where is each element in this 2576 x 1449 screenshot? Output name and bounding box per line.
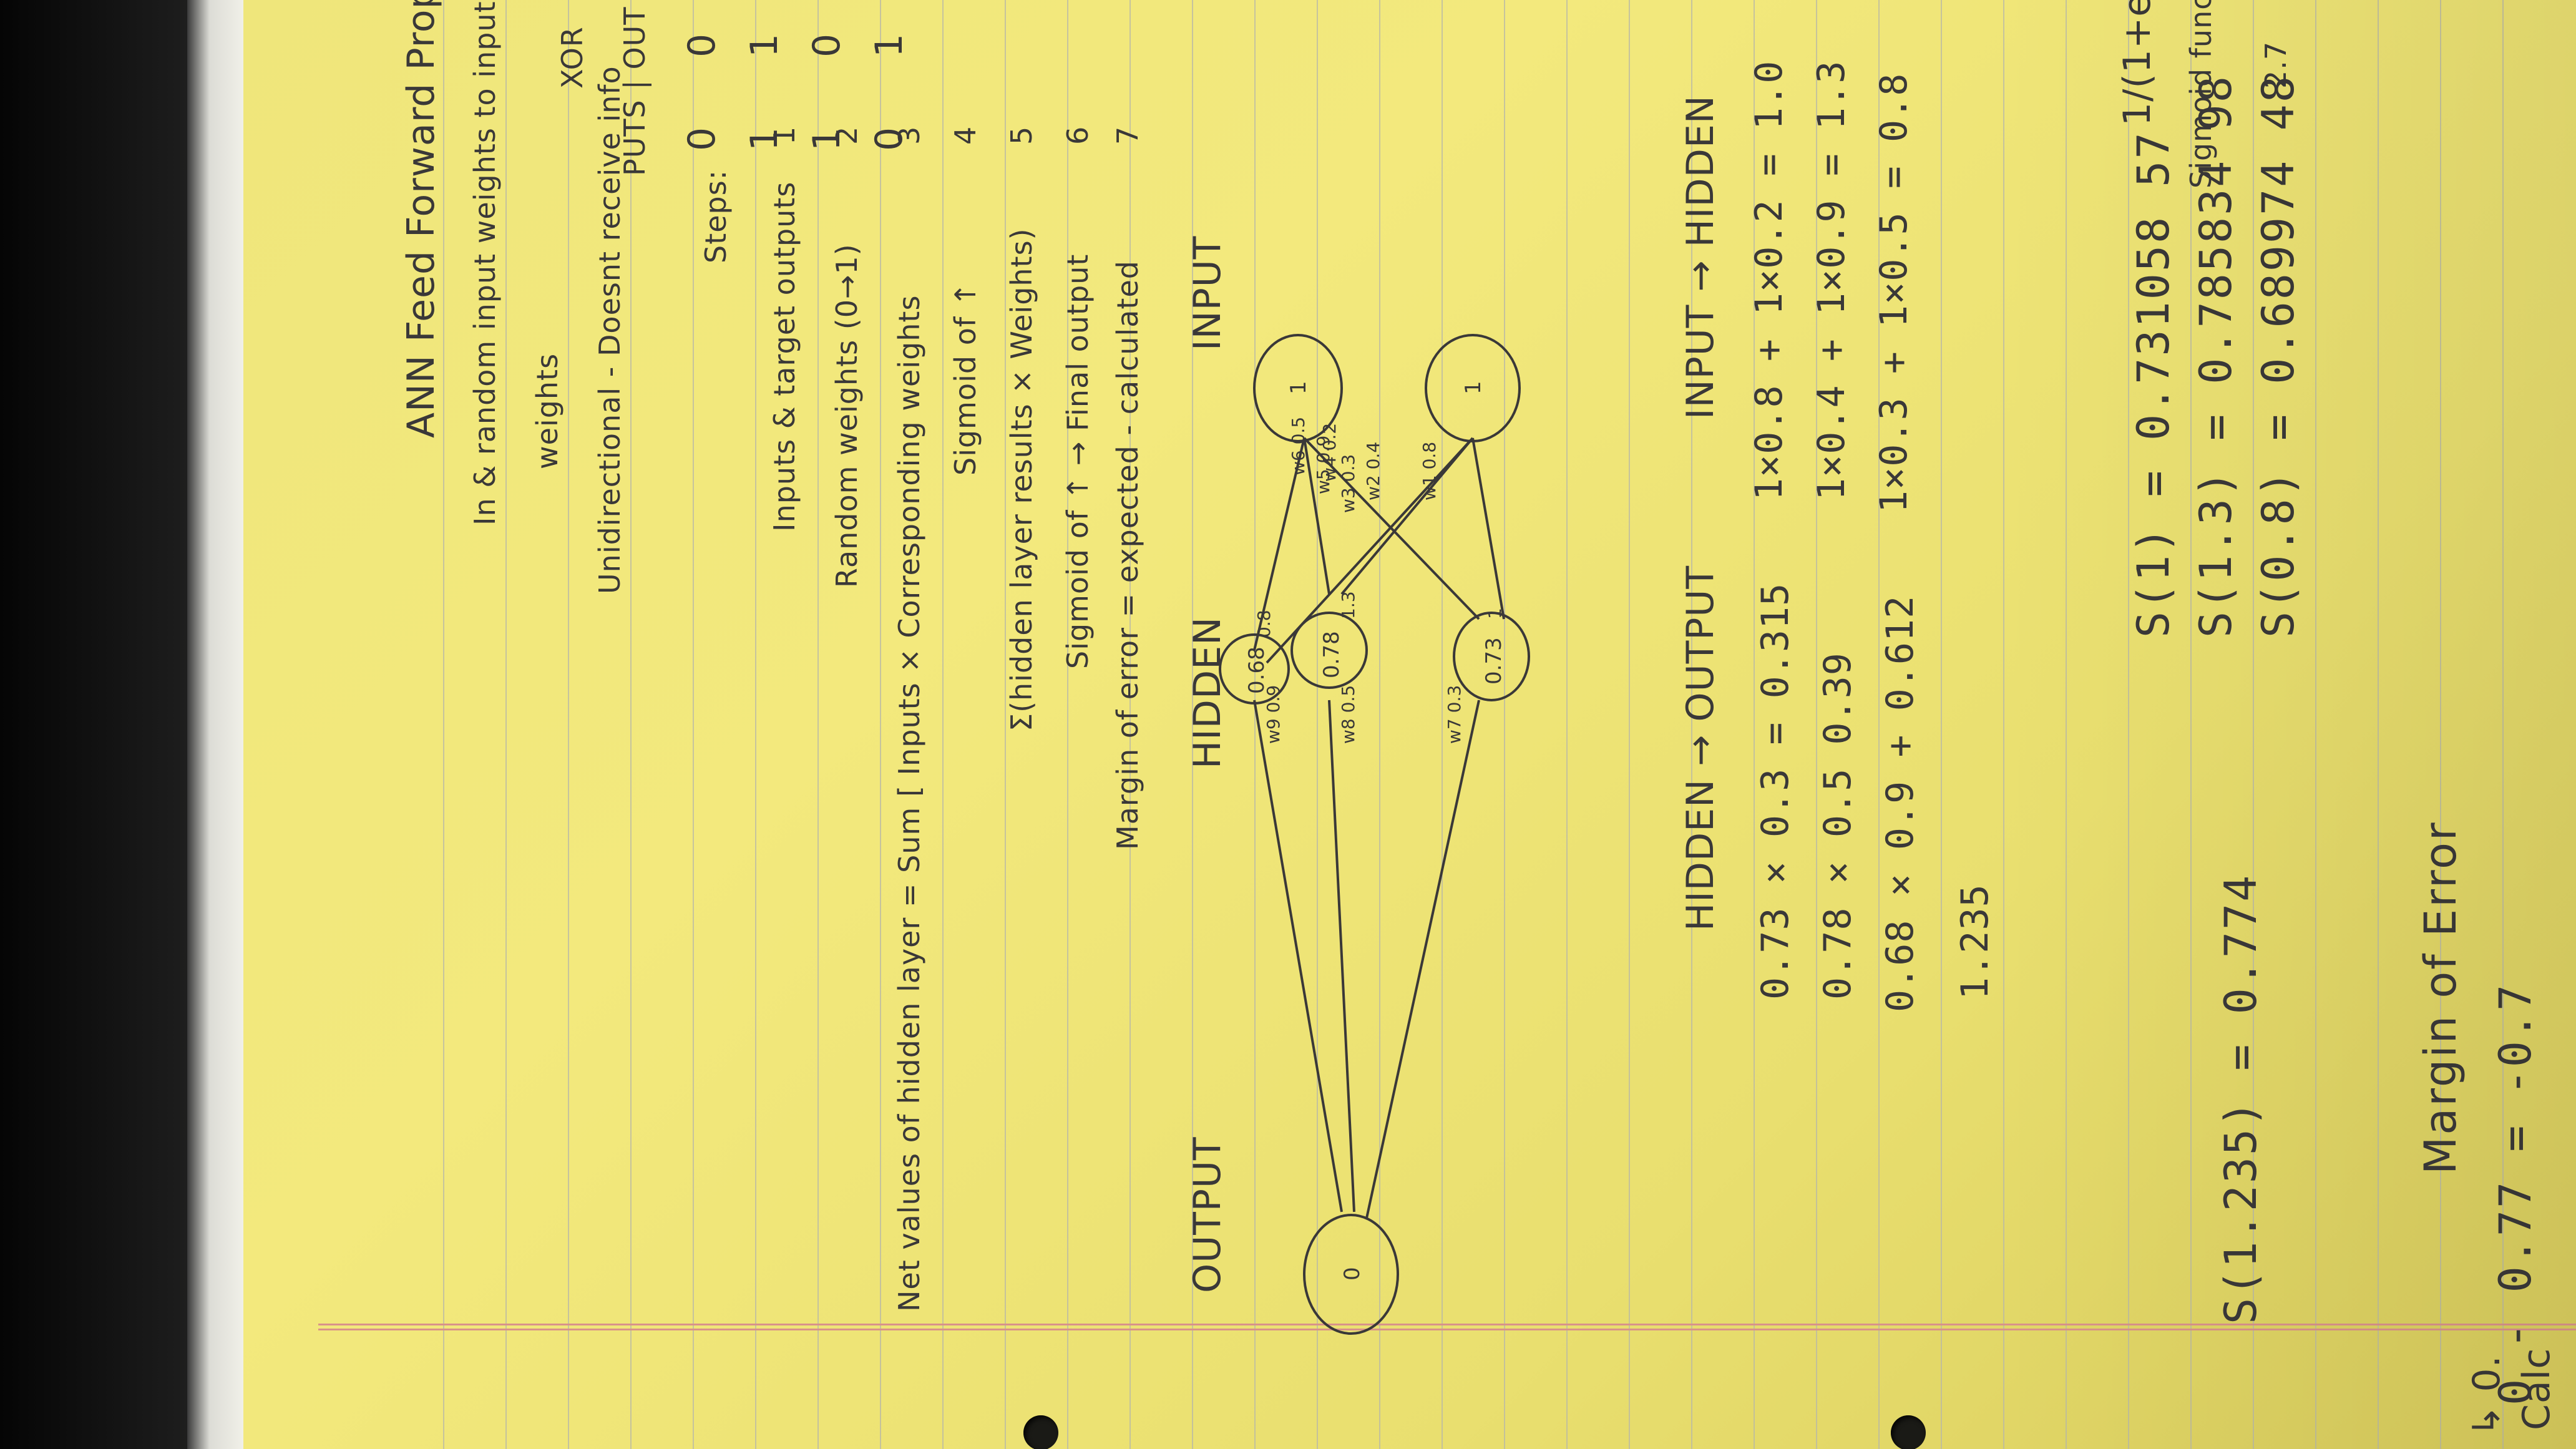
binder-hole-2 [1891, 1415, 1926, 1449]
hidden-node-2-net: 1.3 [1338, 591, 1359, 619]
edge-in2-h2 [1340, 437, 1474, 595]
binder-hole-1 [1023, 1415, 1058, 1449]
calc-ho-heading: HIDDEN → OUTPUT [1679, 565, 1722, 931]
margin-calc: Calc [2515, 1347, 2559, 1430]
weight-w6: w6 0.5 [1288, 417, 1309, 476]
sigmoid-side: 2.7 [2259, 41, 2293, 89]
weight-w1: w1 0.8 [1419, 442, 1440, 500]
edge-in1-h1 [1303, 437, 1480, 620]
weight-w2: w2 0.4 [1363, 442, 1383, 500]
edge-in2-h1 [1471, 437, 1505, 620]
edge-in1-h3 [1253, 437, 1305, 651]
output-node [1303, 1214, 1399, 1335]
calc-ih-line-3: 1×0.3 + 1×0.5 = 0.8 [1872, 72, 1916, 513]
edge-h2-out [1328, 700, 1355, 1212]
margin-line: 0 - 0.77 = -0.7 [2490, 982, 2541, 1405]
margin-heading: Margin of Error [2415, 821, 2466, 1174]
sigmoid-line-3: S(0.8) = 0.689974 48 [2253, 74, 2304, 638]
input-node-1-label: 1 [1286, 381, 1311, 394]
edge-h1-out [1365, 700, 1480, 1219]
hidden-node-1-value: 0.73 [1481, 637, 1506, 685]
weight-w5: w5 0.9 [1313, 436, 1334, 494]
weight-w8: w8 0.5 [1338, 685, 1359, 744]
calc-ho-line-3: 0.68 × 0.9 + 0.612 [1878, 595, 1922, 1012]
notebook-sheet: ANN Feed Forward Propagation In & random… [318, 0, 2576, 1449]
sigmoid-line-1: S(1) = 0.731058 57 [2128, 130, 2179, 638]
calc-ho-sum: 1.235 [1953, 884, 1997, 1000]
hidden-node-1-net: 1 [1485, 608, 1505, 619]
hidden-node-3-net: 0.8 [1254, 610, 1274, 638]
weight-w7: w7 0.3 [1444, 685, 1465, 744]
output-node-label: 0 [1340, 1267, 1365, 1281]
hidden-node-3-value: 0.68 [1244, 646, 1269, 694]
calc-ho-line-1: 0.73 × 0.3 = 0.315 [1754, 582, 1797, 1000]
hidden-node-3 [1219, 633, 1290, 705]
input-node-2 [1425, 334, 1521, 442]
notebook-paper [237, 0, 2576, 1449]
network-diagram: 1 1 0.73 0.78 0.68 1 1.3 0.8 0 w1 0.8 w2… [1219, 334, 1530, 1335]
input-node-1 [1253, 334, 1343, 442]
hidden-node-2 [1290, 612, 1368, 689]
calc-ih-heading: INPUT → HIDDEN [1679, 95, 1722, 419]
input-node-2-label: 1 [1461, 381, 1486, 394]
calc-ih-line-1: 1×0.8 + 1×0.2 = 1.0 [1747, 60, 1791, 500]
hidden-node-2-value: 0.78 [1319, 631, 1344, 678]
calc-ho-line-2: 0.78 × 0.5 0.39 [1816, 652, 1860, 1000]
page-edge [187, 0, 243, 1449]
hidden-node-1 [1453, 612, 1530, 701]
edge-h3-out [1253, 700, 1343, 1212]
calc-ih-line-2: 1×0.4 + 1×0.9 = 1.3 [1810, 60, 1853, 500]
weight-w9: w9 0.9 [1263, 685, 1284, 744]
margin-calc-sub: ↳ 0. [2465, 1355, 2509, 1437]
weight-w4: w4 0.2 [1319, 423, 1340, 482]
sigmoid-line-2: S(1.3) = 0.785834 98 [2190, 74, 2242, 638]
weight-w3: w3 0.3 [1338, 454, 1359, 513]
edge-in1-h2 [1303, 437, 1330, 595]
sigmoid-final: S(1.235) = 0.774 [2215, 873, 2266, 1324]
sigmoid-formula: 1/(1+e^-x) [2115, 0, 2159, 126]
